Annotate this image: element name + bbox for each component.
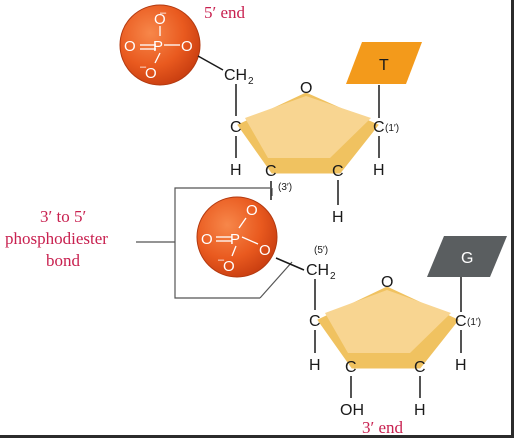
deoxyribose-sugar-top	[237, 92, 379, 174]
oxygen-bottom: O	[223, 258, 235, 275]
three-prime-end-label: 3′ end	[362, 418, 404, 437]
ch2-group: CH	[306, 262, 329, 279]
minus-sign: –	[140, 61, 147, 73]
base-label-g: G	[461, 250, 473, 267]
ring-oxygen: O	[381, 274, 393, 291]
bond-highlight-box	[174, 187, 272, 299]
ch2-group: CH	[224, 67, 247, 84]
phosphate-group-middle: P O O O O –	[196, 196, 278, 278]
carbon-2prime: C	[332, 163, 344, 180]
oxygen-double-bond: O	[124, 38, 136, 55]
hydrogen: H	[455, 357, 467, 374]
hydrogen: H	[373, 162, 385, 179]
position-3prime: (3′)	[278, 182, 292, 193]
carbon-1prime: C	[373, 119, 385, 136]
deoxyribose-sugar-bottom	[317, 286, 459, 369]
five-prime-end-label: 5′ end	[204, 3, 246, 22]
phosphodiester-bond-label: 3′ to 5′ phosphodiester bond	[5, 207, 108, 270]
base-thymine: T	[346, 42, 422, 84]
hydrogen: H	[414, 402, 426, 419]
carbon-3prime: C	[345, 359, 357, 376]
carbon-1prime: C	[455, 313, 467, 330]
minus-sign: –	[160, 7, 167, 19]
bond-label-line2: phosphodiester	[5, 229, 108, 248]
bond-label-line3: bond	[46, 251, 81, 270]
subscript-2: 2	[330, 271, 336, 282]
oxygen-double-bond: O	[201, 231, 213, 248]
phosphorus-atom: P	[230, 231, 240, 248]
base-guanine: G	[427, 236, 507, 277]
base-label-t: T	[379, 57, 389, 74]
hydrogen: H	[309, 357, 321, 374]
minus-sign: –	[218, 254, 225, 266]
oxygen-top: O	[154, 11, 166, 28]
position-5prime: (5′)	[314, 245, 328, 256]
bond-label-line1: 3′ to 5′	[40, 207, 86, 226]
oxygen-bridge: O	[181, 38, 193, 55]
carbon-3prime: C	[265, 163, 277, 180]
hydrogen: H	[230, 162, 242, 179]
carbon-4prime: C	[230, 119, 242, 136]
hydrogen: H	[332, 209, 344, 226]
ring-oxygen: O	[300, 80, 312, 97]
carbon-4prime: C	[309, 313, 321, 330]
carbon-2prime: C	[414, 359, 426, 376]
position-1prime: (1′)	[467, 317, 481, 328]
phosphorus-atom: P	[153, 38, 163, 55]
oxygen-bridge: O	[259, 242, 271, 259]
phosphate-group-top: P O O O – O –	[119, 4, 201, 86]
subscript-2: 2	[248, 76, 254, 87]
oxygen-bottom: O	[145, 65, 157, 82]
position-1prime: (1′)	[385, 123, 399, 134]
oxygen-bridge: O	[246, 202, 258, 219]
hydroxyl-group: OH	[340, 402, 364, 419]
